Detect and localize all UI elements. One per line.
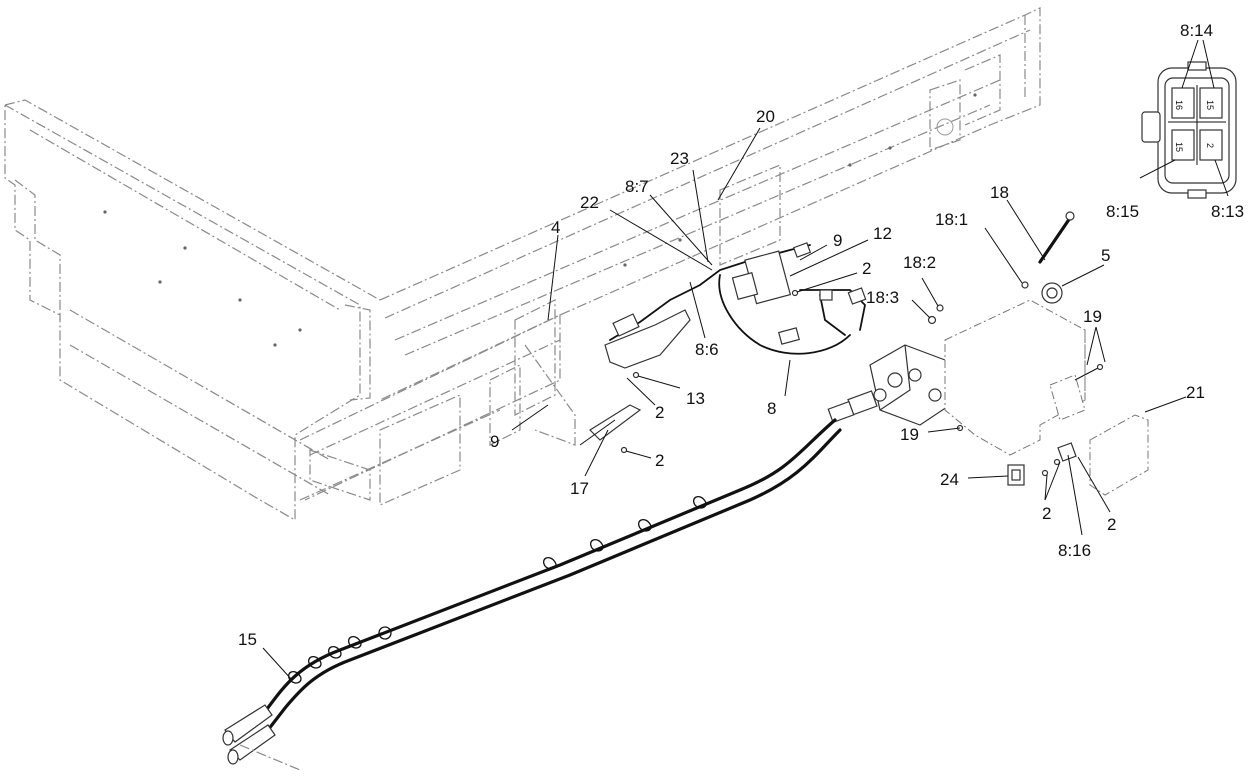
- callout-8-13: 8:13: [1211, 202, 1244, 221]
- hose-15: [222, 418, 842, 771]
- callout-18-3: 18:3: [866, 288, 899, 307]
- sensor-18: [927, 211, 1075, 325]
- callout-2-d: 2: [1042, 504, 1051, 523]
- pin-label-15-bottom: 15: [1174, 142, 1184, 152]
- hardware-2: [620, 289, 1061, 477]
- callout-17: 17: [570, 479, 589, 498]
- callout-22: 22: [580, 193, 599, 212]
- callout-8-7: 8:7: [625, 177, 649, 196]
- callout-15: 15: [238, 630, 257, 649]
- vehicle-frame: [4, 7, 1041, 522]
- callout-8-16: 8:16: [1058, 541, 1091, 560]
- callout-20: 20: [756, 107, 775, 126]
- callout-2-e: 2: [1107, 515, 1116, 534]
- bracket-17: [579, 404, 642, 446]
- callout-13: 13: [686, 389, 705, 408]
- callout-8-15: 8:15: [1106, 202, 1139, 221]
- callout-2-b: 2: [655, 403, 664, 422]
- pin-label-16: 16: [1174, 100, 1184, 110]
- callout-8: 8: [767, 399, 776, 418]
- callout-18-1: 18:1: [935, 210, 968, 229]
- callout-18-2: 18:2: [903, 253, 936, 272]
- callout-18: 18: [990, 183, 1009, 202]
- callout-8-14: 8:14: [1180, 21, 1213, 40]
- connector-8-16: [1057, 442, 1077, 462]
- pin-label-15-top: 15: [1205, 100, 1215, 110]
- callout-labels: 20 23 8:7 22 4 9 12 2 8:6 13 2 9 2 17 8 …: [238, 21, 1244, 649]
- cover-21: [1089, 414, 1149, 496]
- callout-8-6: 8:6: [695, 340, 719, 359]
- bracket-13: [604, 309, 691, 369]
- callout-4: 4: [551, 218, 560, 237]
- valve-assembly: [827, 344, 951, 426]
- callout-24: 24: [940, 470, 959, 489]
- callout-19-top: 19: [1083, 307, 1102, 326]
- callout-5: 5: [1101, 246, 1110, 265]
- callout-2-c: 2: [655, 451, 664, 470]
- part-24: [1007, 464, 1025, 486]
- callout-19-mid: 19: [900, 425, 919, 444]
- switch-5: [1041, 282, 1063, 304]
- wiring-harness-8: [609, 242, 867, 355]
- callout-23: 23: [670, 149, 689, 168]
- callout-12: 12: [873, 224, 892, 243]
- frame-holes: [103, 93, 977, 347]
- callout-21: 21: [1186, 383, 1205, 402]
- callout-9-top: 9: [833, 231, 842, 250]
- callout-9-left: 9: [490, 432, 499, 451]
- leader-lines: [262, 39, 1229, 681]
- connector-pin-labels: 16 15 15 2: [1174, 100, 1215, 152]
- pin-label-2: 2: [1205, 143, 1215, 148]
- connector-detail: [1141, 61, 1237, 199]
- callout-2-a: 2: [862, 259, 871, 278]
- mounting-plate: [944, 299, 1086, 456]
